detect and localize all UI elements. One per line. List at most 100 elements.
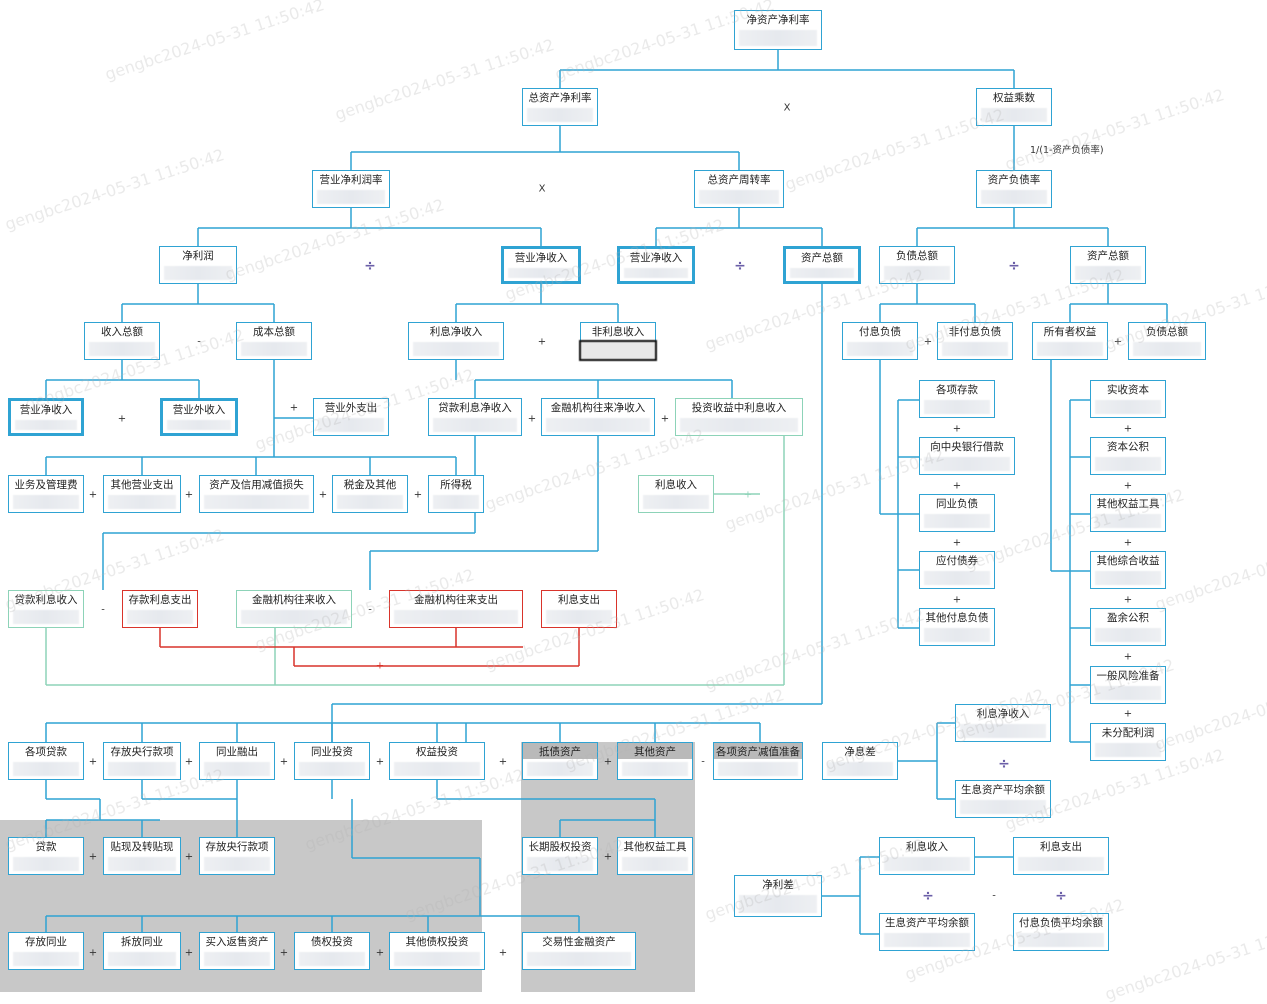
divide-operator: ÷ <box>1055 888 1067 904</box>
node-grr[interactable]: 一般风险准备 <box>1090 666 1166 704</box>
node-roe[interactable]: 净资产净利率 <box>734 10 822 50</box>
arith-operator: + <box>498 947 508 959</box>
node-provision[interactable]: 各项资产减值准备 <box>713 742 803 780</box>
node-rev1[interactable]: 营业净收入 <box>501 246 581 284</box>
node-surplus[interactable]: 盈余公积 <box>1090 608 1166 646</box>
node-nim[interactable]: 净息差 <box>822 742 898 780</box>
node-npm[interactable]: 营业净利润率 <box>312 170 390 208</box>
node-value-redacted <box>317 190 385 204</box>
node-value-redacted <box>204 495 309 509</box>
node-fnii[interactable]: 金融机构往来净收入 <box>541 398 655 436</box>
node-value-redacted <box>924 514 990 528</box>
node-label: 各项贷款 <box>25 746 67 758</box>
node-avgiea2[interactable]: 生息资产平均余额 <box>879 913 975 951</box>
node-trading[interactable]: 交易性金融资产 <box>522 932 636 970</box>
node-tl2[interactable]: 负债总额 <box>1128 322 1206 360</box>
node-reverse[interactable]: 买入返售资产 <box>199 932 275 970</box>
node-iblend[interactable]: 拆放同业 <box>103 932 181 970</box>
node-alr[interactable]: 资产负债率 <box>976 170 1052 208</box>
node-oe[interactable]: 所有者权益 <box>1032 322 1108 360</box>
node-tax[interactable]: 税金及其他 <box>332 475 408 513</box>
node-ta1[interactable]: 资产总额 <box>783 246 861 284</box>
node-die[interactable]: 存款利息支出 <box>122 590 198 628</box>
node-ti[interactable]: 收入总额 <box>84 322 160 360</box>
node-intexp2[interactable]: 利息支出 <box>1013 837 1109 875</box>
arith-operator: + <box>318 489 328 501</box>
node-oil[interactable]: 其他付息负债 <box>919 608 995 646</box>
node-cbdep[interactable]: 存放央行款项 <box>103 742 181 780</box>
node-tc[interactable]: 成本总额 <box>236 322 312 360</box>
node-tat[interactable]: 总资产周转率 <box>694 170 784 208</box>
node-fii[interactable]: 金融机构往来收入 <box>236 590 352 628</box>
node-label: 总资产净利率 <box>528 92 592 104</box>
node-label: 其他债权投资 <box>405 936 469 948</box>
node-otherasset[interactable]: 其他资产 <box>617 742 693 780</box>
node-one[interactable]: 营业外支出 <box>313 398 389 436</box>
node-ibinv[interactable]: 同业投资 <box>294 742 370 780</box>
node-onr[interactable]: 营业净收入 <box>8 398 84 436</box>
arith-operator: + <box>375 660 385 672</box>
node-label: 资本公积 <box>1107 441 1149 453</box>
node-cbdep2[interactable]: 存放央行款项 <box>199 837 275 875</box>
node-nis[interactable]: 净利差 <box>734 875 822 917</box>
node-il[interactable]: 付息负债 <box>842 322 918 360</box>
node-intinc2[interactable]: 利息收入 <box>879 837 975 875</box>
node-ie[interactable]: 利息支出 <box>541 590 617 628</box>
node-collat[interactable]: 抵债资产 <box>522 742 598 780</box>
node-oni[interactable]: 营业外收入 <box>160 398 238 436</box>
node-avgibl[interactable]: 付息负债平均余额 <box>1013 913 1109 951</box>
node-value-redacted <box>924 628 990 642</box>
node-loans[interactable]: 各项贷款 <box>8 742 84 780</box>
node-nonii[interactable]: 非利息收入 <box>579 322 657 361</box>
node-deposits[interactable]: 各项存款 <box>919 380 995 418</box>
node-roa[interactable]: 总资产净利率 <box>522 88 598 126</box>
node-impair[interactable]: 资产及信用减值损失 <box>199 475 314 513</box>
node-otherbond[interactable]: 其他债权投资 <box>389 932 485 970</box>
node-avgiea[interactable]: 生息资产平均余额 <box>955 780 1051 818</box>
node-label: 存放同业 <box>25 936 67 948</box>
node-tl1[interactable]: 负债总额 <box>879 246 955 284</box>
arith-operator: + <box>743 489 753 501</box>
node-oci[interactable]: 其他综合收益 <box>1090 551 1166 589</box>
node-admin[interactable]: 业务及管理费 <box>8 475 84 513</box>
node-fie[interactable]: 金融机构往来支出 <box>389 590 523 628</box>
node-intinc[interactable]: 利息收入 <box>638 475 714 513</box>
node-bonds[interactable]: 应付债券 <box>919 551 995 589</box>
arith-operator: + <box>603 851 613 863</box>
node-ltequity[interactable]: 长期股权投资 <box>522 837 598 875</box>
node-label: 金融机构往来支出 <box>414 594 498 606</box>
node-itax[interactable]: 所得税 <box>428 475 484 513</box>
node-np[interactable]: 净利润 <box>159 246 237 284</box>
node-paidcap[interactable]: 实收资本 <box>1090 380 1166 418</box>
arith-operator: - <box>101 604 105 616</box>
node-lnii[interactable]: 贷款利息净收入 <box>428 398 522 436</box>
node-ibdep[interactable]: 存放同业 <box>8 932 84 970</box>
node-loan[interactable]: 贷款 <box>8 837 84 875</box>
node-value-redacted <box>13 952 79 966</box>
node-othereqtool[interactable]: 其他权益工具 <box>617 837 693 875</box>
node-cbb[interactable]: 向中央银行借款 <box>919 437 1015 475</box>
arith-operator: + <box>1123 537 1133 549</box>
node-discount[interactable]: 贴现及转贴现 <box>103 837 181 875</box>
node-lii[interactable]: 贷款利息收入 <box>8 590 84 628</box>
node-nii2[interactable]: 利息净收入 <box>955 704 1051 742</box>
node-eqinv[interactable]: 权益投资 <box>389 742 485 780</box>
node-nil[interactable]: 非付息负债 <box>937 322 1013 360</box>
node-invii[interactable]: 投资收益中利息收入 <box>675 398 803 436</box>
node-value-redacted <box>167 420 231 430</box>
node-otherequity[interactable]: 其他权益工具 <box>1090 494 1166 532</box>
node-rev2[interactable]: 营业净收入 <box>617 246 695 284</box>
node-value-redacted <box>204 952 270 966</box>
node-interbank[interactable]: 同业负债 <box>919 494 995 532</box>
node-bondinv[interactable]: 债权投资 <box>294 932 370 970</box>
node-capres[interactable]: 资本公积 <box>1090 437 1166 475</box>
node-nii[interactable]: 利息净收入 <box>408 322 504 360</box>
node-em[interactable]: 权益乘数 <box>976 88 1052 126</box>
node-label: 收入总额 <box>101 326 143 338</box>
node-ibl[interactable]: 同业融出 <box>199 742 275 780</box>
node-otherop[interactable]: 其他营业支出 <box>103 475 181 513</box>
node-ta2[interactable]: 资产总额 <box>1070 246 1146 284</box>
arith-operator: + <box>88 851 98 863</box>
node-undist[interactable]: 未分配利润 <box>1090 723 1166 761</box>
node-value-redacted <box>546 610 612 624</box>
